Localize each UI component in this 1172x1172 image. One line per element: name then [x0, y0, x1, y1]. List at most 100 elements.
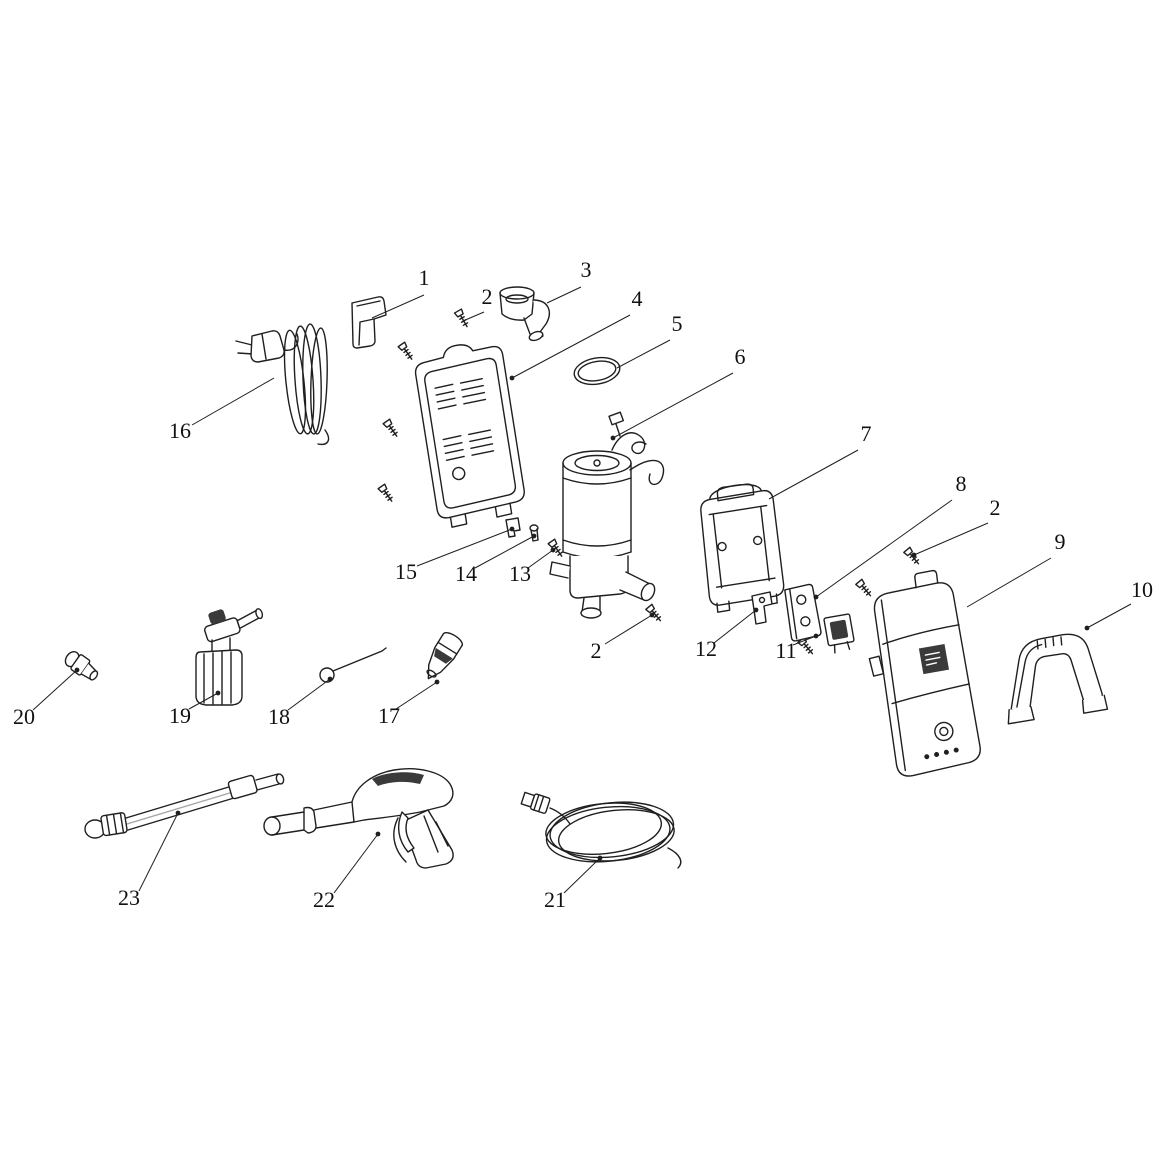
callout-21: 21: [544, 855, 603, 912]
part-13-screw: [547, 538, 563, 557]
callout-14: 14: [455, 533, 537, 586]
callout-9: 9: [966, 529, 1066, 608]
callout-4: 4: [509, 286, 643, 381]
callout-label-2b: 2: [990, 495, 1001, 520]
callout-label-13: 13: [509, 561, 531, 586]
part-23-lance: [84, 773, 285, 839]
callout-label-20: 20: [13, 704, 35, 729]
part-21-hose: [520, 791, 682, 869]
leader-line: [546, 286, 582, 304]
callout-6: 6: [610, 344, 746, 441]
callout-label-22: 22: [313, 887, 335, 912]
callout-label-2c: 2: [591, 638, 602, 663]
leader-dot: [610, 435, 616, 441]
leader-line: [474, 535, 535, 569]
part-1-bracket: [351, 296, 387, 349]
leader-dot: [911, 552, 917, 558]
leader-line: [768, 449, 859, 500]
leader-line: [1086, 603, 1132, 629]
part-16-power-cord: [235, 323, 330, 446]
leader-line: [191, 377, 275, 426]
leader-line: [416, 528, 513, 567]
leader-dot: [531, 533, 537, 539]
leader-line: [371, 294, 425, 319]
callout-label-1: 1: [419, 265, 430, 290]
callout-8: 8: [813, 471, 967, 600]
leader-line: [462, 311, 485, 322]
leader-line: [527, 549, 554, 569]
callout-10: 10: [1084, 577, 1153, 631]
callout-label-12: 12: [695, 636, 717, 661]
part-10-handle: [1007, 633, 1109, 725]
callout-12: 12: [695, 607, 759, 661]
callout-17: 17: [378, 679, 440, 728]
callout-7: 7: [768, 421, 872, 500]
leader-dot: [509, 375, 515, 381]
part-4-back-panel: [414, 344, 525, 528]
callout-label-19: 19: [169, 703, 191, 728]
leader-dot: [74, 667, 80, 673]
leader-dot: [813, 633, 819, 639]
callout-13: 13: [509, 547, 556, 586]
callout-label-9: 9: [1055, 529, 1066, 554]
callout-label-21: 21: [544, 887, 566, 912]
callout-label-2a: 2: [482, 284, 493, 309]
callout-3: 3: [546, 257, 592, 304]
callout-label-4: 4: [632, 286, 643, 311]
leader-line: [32, 669, 78, 711]
leader-dot: [1084, 625, 1090, 631]
callout-label-11: 11: [775, 638, 796, 663]
screw: [797, 636, 814, 655]
callout-18: 18: [268, 676, 333, 729]
callout-15: 15: [395, 526, 515, 584]
leader-line: [287, 678, 331, 711]
leader-line: [511, 314, 631, 379]
leader-line: [563, 857, 601, 894]
callout-label-3: 3: [581, 257, 592, 282]
callout-2c: 2: [591, 612, 655, 663]
callout-label-5: 5: [672, 311, 683, 336]
leader-line: [333, 833, 379, 894]
part-11-switch: [823, 613, 855, 654]
callout-16: 16: [169, 377, 275, 443]
part-18-cleaning-pin: [319, 647, 387, 683]
leader-dot: [597, 855, 603, 861]
leader-dot: [175, 810, 181, 816]
screw: [645, 603, 662, 622]
part-14-pin: [529, 524, 539, 542]
callout-22: 22: [313, 831, 381, 912]
leader-dot: [375, 831, 381, 837]
leader-line: [188, 692, 219, 710]
callout-label-16: 16: [169, 418, 191, 443]
leader-line: [604, 614, 653, 645]
callout-label-14: 14: [455, 561, 477, 586]
callout-label-8: 8: [956, 471, 967, 496]
part-19-foam-bottle: [195, 608, 264, 706]
part-5-o-ring: [573, 356, 621, 386]
leader-line: [913, 522, 989, 556]
callout-label-6: 6: [735, 344, 746, 369]
callout-20: 20: [13, 667, 80, 729]
part-9-front-housing: [868, 569, 981, 777]
callout-11: 11: [775, 633, 819, 663]
callout-5: 5: [616, 311, 683, 369]
leader-dot: [753, 607, 759, 613]
leader-line: [966, 557, 1052, 608]
part-6-motor-pump: [549, 411, 665, 619]
callout-label-18: 18: [268, 704, 290, 729]
part-22-spray-gun: [263, 768, 454, 869]
leader-dot: [813, 594, 819, 600]
leader-dot: [550, 547, 556, 553]
callout-1: 1: [371, 265, 430, 319]
screw: [397, 341, 413, 360]
leader-dot: [509, 526, 515, 532]
screw: [382, 418, 398, 437]
callout-label-15: 15: [395, 559, 417, 584]
callout-label-23: 23: [118, 885, 140, 910]
leader-dot: [215, 690, 221, 696]
part-8-switch-bracket: [784, 583, 822, 642]
leader-line: [713, 609, 757, 644]
callout-label-17: 17: [378, 703, 400, 728]
